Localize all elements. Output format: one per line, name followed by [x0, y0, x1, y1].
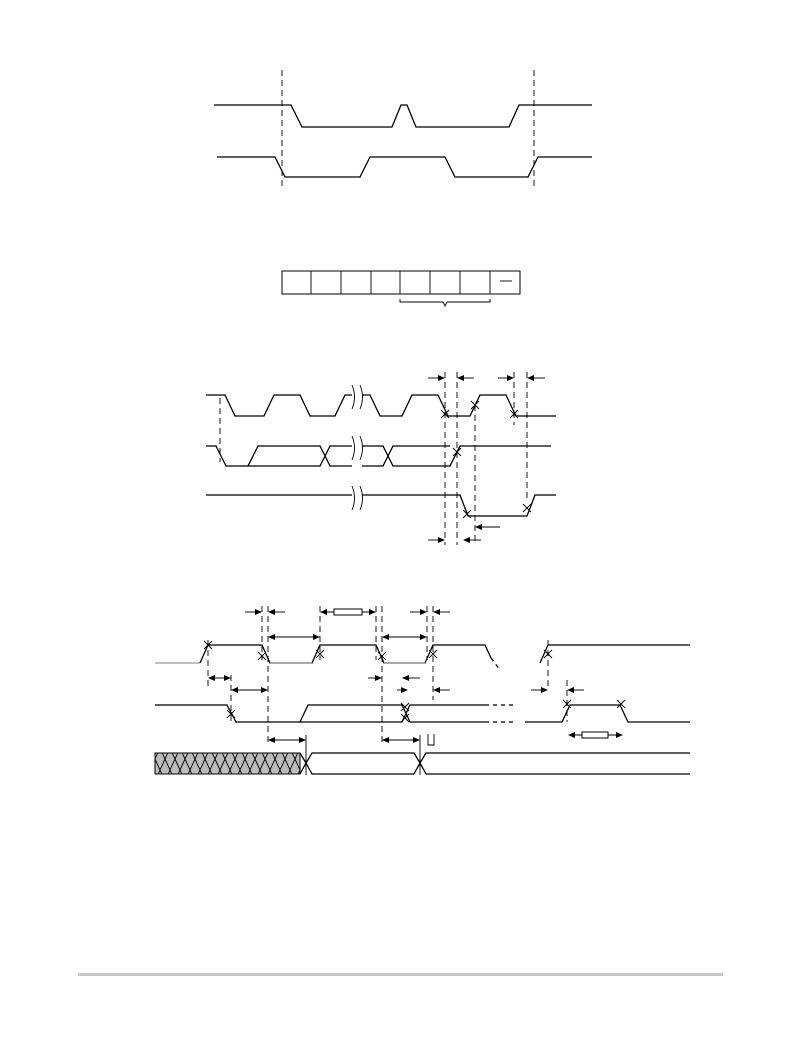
- timing-arrow-span: [208, 675, 231, 681]
- crossing-ticks: [203, 640, 626, 723]
- figure-1-timing-diagram: [214, 70, 592, 190]
- timing-arrow-pair: [531, 687, 584, 693]
- timing-arrow-pair: [498, 375, 545, 381]
- clock-waveform-resume: [539, 644, 690, 664]
- signal-2-low: [206, 445, 352, 467]
- timing-arrow-span: [382, 737, 420, 743]
- signal-upper-waveform: [214, 104, 592, 128]
- break-mark: [351, 384, 363, 410]
- clock-waveform: [199, 644, 492, 664]
- data-bus-invalid-region: [154, 752, 301, 775]
- signal-2-high-continued: [362, 445, 450, 467]
- data-bus-lower: [299, 761, 690, 775]
- field-group-brace: [399, 299, 491, 308]
- timing-arrow: [475, 524, 500, 530]
- figure-2-register-frame: [281, 270, 521, 308]
- timing-arrow-pair: [410, 609, 450, 615]
- crossing-ticks: [440, 400, 532, 519]
- strobe-waveform-resume: [525, 704, 690, 723]
- strobe-waveform-alt: [300, 704, 485, 723]
- signal-lower-waveform: [217, 156, 592, 178]
- hold-bracket: [427, 734, 435, 746]
- strobe-waveform: [155, 704, 485, 723]
- timing-arrow-span: [268, 634, 320, 640]
- signal-1-waveform-continued: [362, 394, 556, 417]
- timing-arrow: [402, 675, 420, 681]
- timing-arrow-span: [231, 687, 268, 693]
- timing-arrow-span: [268, 737, 306, 743]
- break-mark: [351, 485, 363, 511]
- timing-arrow-pair: [428, 537, 481, 543]
- clock-continuation: [490, 657, 501, 671]
- timing-arrow-span: [320, 608, 376, 616]
- timing-arrow-pair: [428, 375, 474, 381]
- figure-3-timing-diagram: [206, 372, 556, 545]
- timing-arrow-span: [568, 731, 623, 739]
- signal-1-waveform: [206, 394, 352, 417]
- timing-arrow: [368, 675, 382, 681]
- signal-2-high: [247, 445, 352, 467]
- signal-3-waveform-continued: [362, 494, 556, 517]
- signal-2-low-continued: [362, 445, 551, 467]
- timing-arrow-span: [382, 634, 427, 640]
- break-mark: [351, 435, 363, 461]
- footer-rule: [78, 973, 723, 976]
- timing-arrow-pair: [245, 609, 285, 615]
- figure-4-timing-diagram: [154, 606, 690, 775]
- timing-arrow-pair: [397, 687, 450, 693]
- register-outline: [281, 270, 521, 295]
- data-bus-upper: [299, 752, 690, 765]
